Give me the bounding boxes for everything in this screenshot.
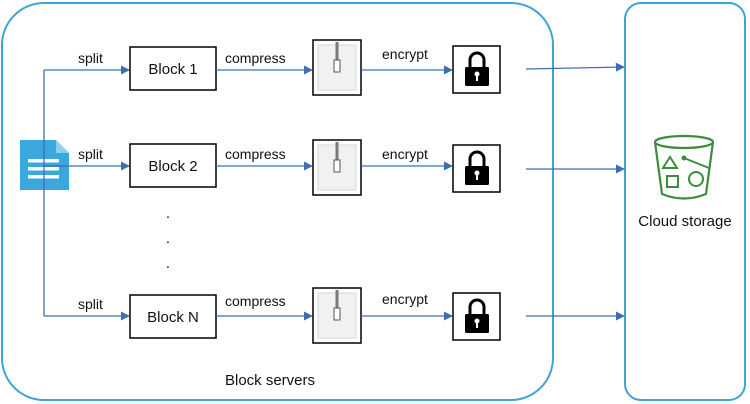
encrypt-label-2: encrypt [382, 146, 428, 162]
storage-bucket-icon [653, 134, 715, 200]
block-servers-label: Block servers [225, 372, 315, 389]
compress-label-1: compress [225, 50, 286, 66]
compress-label-2: compress [225, 146, 286, 162]
block-servers-region [1, 2, 554, 401]
block-label-n: Block N [147, 309, 199, 326]
encrypt-label-n: encrypt [382, 291, 428, 307]
lock-icon-2 [452, 144, 501, 193]
compress-label-n: compress [225, 293, 286, 309]
cloud-storage-region [624, 2, 746, 401]
block-label-1: Block 1 [148, 61, 197, 78]
ellipsis-dot-1: . [166, 205, 170, 222]
encrypt-label-1: encrypt [382, 46, 428, 62]
block-box-2 [129, 143, 217, 188]
cloud-storage-label: Cloud storage [638, 213, 731, 230]
zip-file-icon-1 [312, 39, 362, 96]
zip-file-icon-2 [312, 139, 362, 196]
block-label-2: Block 2 [148, 158, 197, 175]
upload-arrow-1 [525, 62, 625, 72]
lock-icon-1 [452, 45, 501, 94]
ellipsis-dot-2: . [166, 230, 170, 247]
split-label-2: split [78, 146, 103, 162]
block-box-1 [129, 46, 217, 91]
split-label-1: split [78, 50, 103, 66]
split-label-n: split [78, 296, 103, 312]
lock-icon-n [452, 292, 501, 341]
zip-file-icon-n [312, 287, 362, 344]
ellipsis-dot-3: . [166, 255, 170, 272]
